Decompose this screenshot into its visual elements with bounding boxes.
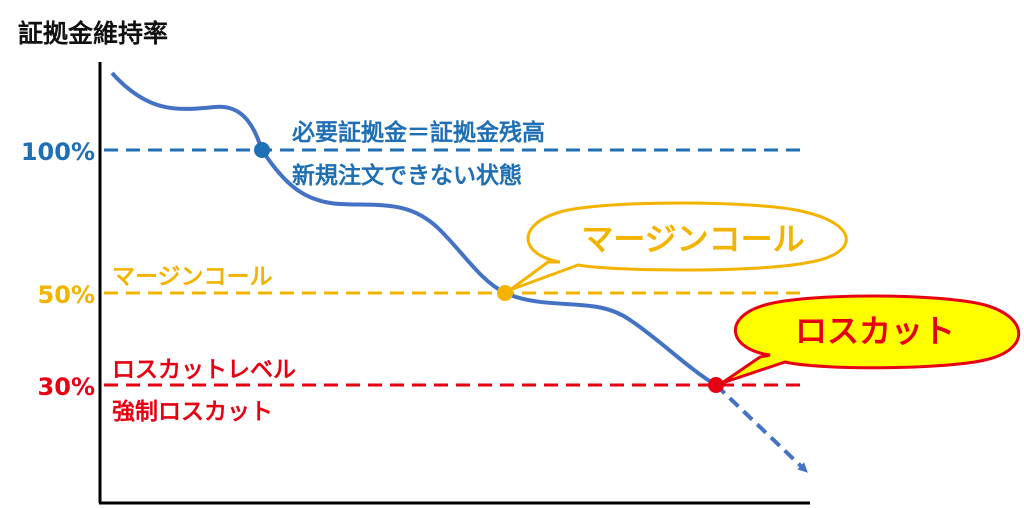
- note-forced-losscut: 強制ロスカット: [112, 399, 273, 425]
- note-no-new-orders: 新規注文できない状態: [292, 162, 522, 189]
- tick-label-50: 50%: [38, 281, 95, 309]
- losscut-callout: ロスカット: [721, 294, 1021, 385]
- margin-call-callout: マージンコール: [509, 201, 848, 292]
- note-required-margin: 必要証拠金＝証拠金残高: [292, 119, 545, 146]
- point-30: [708, 377, 724, 393]
- losscut-bubble-text: ロスカット: [795, 312, 955, 350]
- tick-label-30: 30%: [38, 373, 95, 401]
- axis-title: 証拠金維持率: [18, 19, 169, 48]
- losscut-bubble: [721, 294, 1021, 385]
- note-margin-call: マージンコール: [112, 264, 273, 290]
- trend-arrow: [714, 383, 808, 473]
- margin-ratio-curve: [110, 71, 718, 387]
- note-losscut-level: ロスカットレベル: [112, 357, 296, 383]
- point-100: [254, 142, 270, 158]
- margin-call-bubble-text: マージンコール: [581, 220, 804, 258]
- point-50: [497, 285, 513, 301]
- tick-label-100: 100%: [21, 138, 95, 166]
- margin-call-bubble: [509, 201, 848, 292]
